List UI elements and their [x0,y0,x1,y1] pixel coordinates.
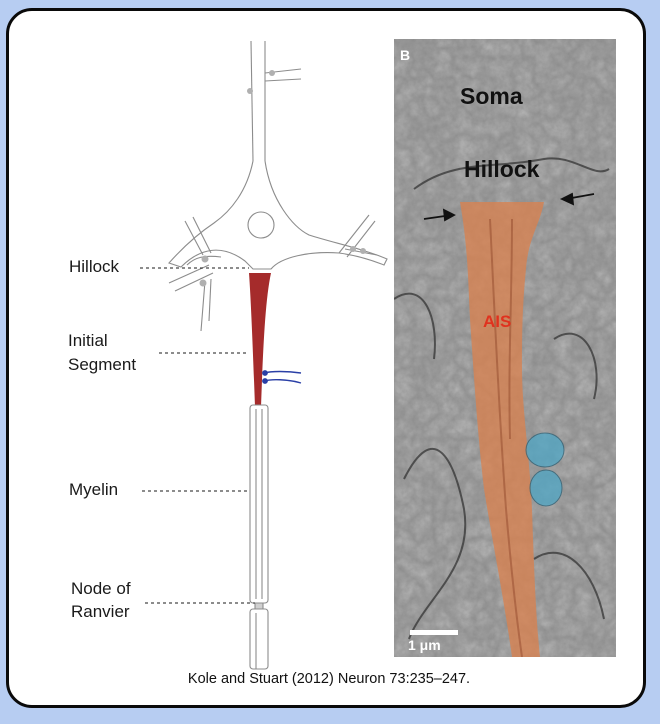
label-initial: Initial [68,331,108,350]
leader-lines [140,267,255,604]
soma-label: Soma [460,83,523,109]
citation: Kole and Stuart (2012) Neuron 73:235–247… [187,671,471,687]
myelin-sheath [249,404,269,604]
soma-outline [168,160,388,270]
label-hillock: Hillock [69,257,120,276]
label-segment: Segment [68,355,137,374]
scale-bar-label: 1 μm [408,637,441,653]
synapse-dots [199,70,366,287]
electron-micrograph: B Soma Hillock AIS 1 μm [393,39,616,658]
panel-letter: B [400,47,411,63]
arrow-markers [423,192,595,222]
neuron-schematic [140,40,388,670]
node-of-ranvier [254,602,264,610]
hillock-label: Hillock [464,156,540,182]
scale-bar [410,630,458,635]
apical-dendrite [250,40,254,162]
label-myelin: Myelin [69,480,119,499]
axon-initial-segment [249,273,271,407]
figure-card: Hillock Initial Segment Myelin Node of R… [6,8,646,708]
axo-axonic-synapse [262,370,302,384]
label-ranvier: Ranvier [71,602,130,621]
ais-label: AIS [483,312,512,331]
ais-overlay [460,202,544,657]
label-node-of: Node of [71,579,131,598]
bouton-overlay [525,432,565,507]
nucleus [247,211,275,239]
